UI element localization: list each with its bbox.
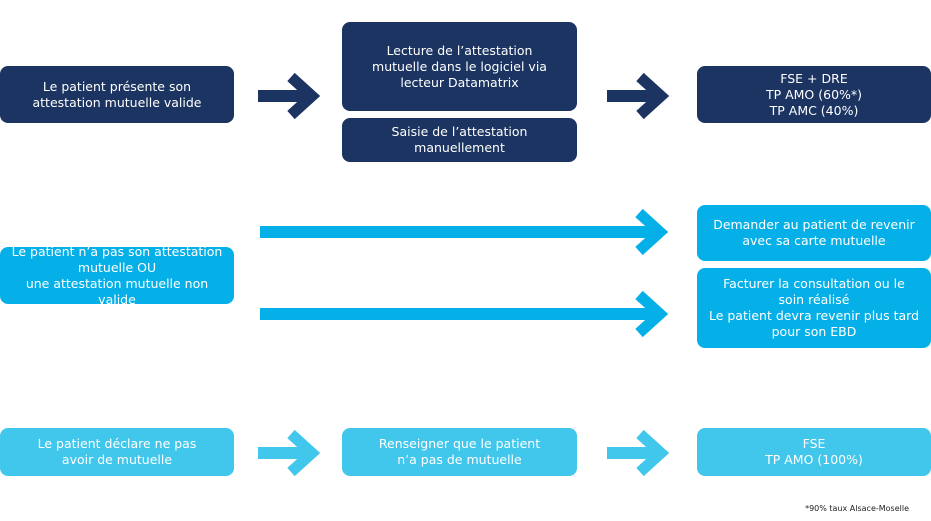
box-line: Renseigner que le patient [378, 436, 541, 451]
box-fse-amo-result: FSE TP AMO (100%) [697, 428, 931, 476]
box-line: manuellement [414, 140, 505, 155]
box-bill-consultation: Facturer la consultation ou le soin réal… [697, 268, 931, 348]
box-manual-entry: Saisie de l’attestation manuellement [342, 118, 577, 162]
box-line: mutuelle dans le logiciel via [372, 58, 547, 74]
box-line: Le patient devra revenir plus tard [708, 308, 920, 323]
box-fse-dre-result: FSE + DRE TP AMO (60%*) TP AMC (40%) [697, 66, 931, 123]
box-line: Lecture de l’attestation [386, 42, 533, 58]
footnote: *90% taux Alsace-Moselle [805, 504, 909, 513]
box-line: Facturer la consultation ou le [723, 276, 905, 291]
box-patient-no-attestation: Le patient n’a pas son attestation mutue… [0, 243, 234, 307]
box-line: Le patient présente son [42, 78, 192, 94]
arrow-icon [258, 72, 321, 120]
box-datamatrix-scan: Lecture de l’attestation mutuelle dans l… [342, 22, 577, 111]
box-line: TP AMO (100%) [765, 452, 863, 467]
long-arrow-icon [260, 208, 669, 256]
box-line: pour son EBD [771, 324, 857, 339]
long-arrow-icon [260, 290, 669, 338]
arrow-icon [258, 429, 321, 477]
box-line: Le patient n’a pas son attestation [11, 243, 223, 259]
box-line: attestation mutuelle valide [32, 94, 202, 110]
box-line: n’a pas de mutuelle [397, 452, 522, 467]
box-line: FSE [802, 436, 826, 451]
box-ask-patient-return: Demander au patient de revenir avec sa c… [697, 205, 931, 261]
box-line: mutuelle OU [77, 259, 157, 275]
arrow-icon [607, 72, 670, 120]
box-record-no-mutuelle: Renseigner que le patient n’a pas de mut… [342, 428, 577, 476]
box-line: avec sa carte mutuelle [742, 233, 886, 248]
box-patient-presents-attestation: Le patient présente son attestation mutu… [0, 66, 234, 123]
arrow-icon [607, 429, 670, 477]
box-line: FSE + DRE [780, 70, 848, 86]
box-line: Demander au patient de revenir [713, 217, 915, 232]
box-line: soin réalisé [778, 292, 850, 307]
box-line: TP AMC (40%) [769, 102, 859, 118]
box-line: Saisie de l’attestation [391, 124, 528, 139]
box-patient-no-mutuelle: Le patient déclare ne pas avoir de mutue… [0, 428, 234, 476]
box-line: Le patient déclare ne pas [37, 436, 197, 451]
box-line: avoir de mutuelle [61, 452, 173, 467]
box-line: lecteur Datamatrix [400, 74, 519, 90]
box-line: une attestation mutuelle non valide [25, 275, 209, 307]
box-line: TP AMO (60%*) [765, 86, 863, 102]
